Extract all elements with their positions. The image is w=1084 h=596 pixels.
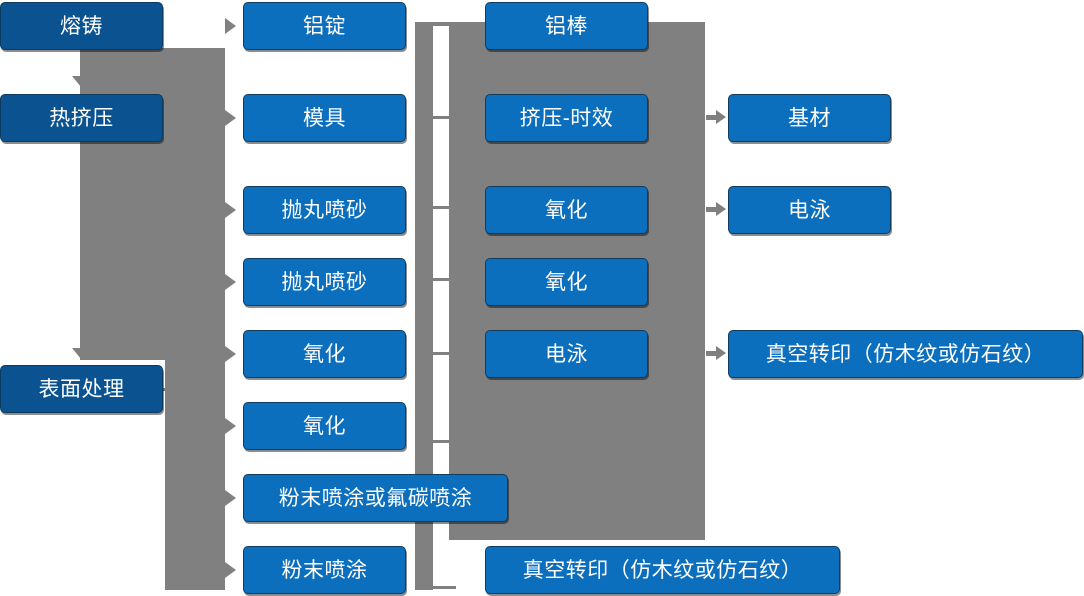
- process-box-mold[interactable]: 模具: [243, 94, 406, 142]
- process-box-shot-blasting-2[interactable]: 抛丸喷砂: [243, 258, 406, 306]
- arrow-to-electrophoresis: [716, 202, 726, 216]
- process-label-powder-or-fluorocarbon: 粉末喷涂或氟碳喷涂: [278, 486, 473, 510]
- process-label-aluminum-ingot: 铝锭: [303, 14, 346, 38]
- process-label-oxidation-col3-2: 氧化: [545, 270, 588, 294]
- arrow-to-aluminum-ingot: [225, 18, 236, 34]
- connector-tie-bottom: [430, 586, 456, 589]
- stage-box-extrusion[interactable]: 热挤压: [0, 94, 163, 142]
- arrow-to-powder-coating: [225, 562, 236, 578]
- process-box-oxidation-2[interactable]: 氧化: [243, 402, 406, 450]
- connector-tie-2: [430, 206, 456, 209]
- connector-tie-5: [430, 440, 456, 443]
- stage-box-surface-treatment[interactable]: 表面处理: [0, 365, 163, 413]
- process-box-vacuum-transfer-col3[interactable]: 真空转印（仿木纹或仿石纹）: [485, 546, 840, 594]
- connector-spine-col2-col3: [415, 22, 433, 532]
- process-label-shot-blasting-2: 抛丸喷砂: [281, 270, 368, 294]
- process-label-oxidation-1: 氧化: [303, 342, 346, 366]
- process-box-oxidation-col3-2[interactable]: 氧化: [485, 258, 648, 306]
- connector-melting-down-stub: [80, 48, 92, 76]
- process-box-shot-blasting-1[interactable]: 抛丸喷砂: [243, 186, 406, 234]
- product-box-electrophoresis[interactable]: 电泳: [728, 186, 891, 234]
- arrow-down-to-extrusion: [72, 76, 90, 87]
- process-label-extrusion-aging: 挤压-时效: [519, 106, 614, 130]
- connector-surface-to-spine: [163, 388, 187, 391]
- product-label-vacuum-transfer: 真空转印（仿木纹或仿石纹）: [765, 342, 1046, 366]
- stage-label-extrusion: 热挤压: [49, 106, 114, 130]
- connector-band-stage-spine: [165, 360, 225, 590]
- connector-tie-1: [430, 116, 456, 119]
- arrow-tail-to-substrate: [706, 115, 718, 120]
- process-box-aluminum-bar[interactable]: 铝棒: [485, 2, 648, 50]
- product-label-electrophoresis: 电泳: [788, 198, 831, 222]
- arrow-to-substrate: [716, 110, 726, 124]
- arrow-tail-to-vacuum-transfer: [706, 351, 718, 356]
- connector-tie-3: [430, 278, 456, 281]
- process-box-powder-or-fluorocarbon[interactable]: 粉末喷涂或氟碳喷涂: [243, 474, 508, 522]
- process-label-mold: 模具: [303, 106, 346, 130]
- process-label-powder-coating: 粉末喷涂: [281, 558, 368, 582]
- process-label-shot-blasting-1: 抛丸喷砂: [281, 198, 368, 222]
- stage-label-surface-treatment: 表面处理: [38, 377, 125, 401]
- product-label-substrate: 基材: [788, 106, 831, 130]
- process-box-electrophoresis-col3[interactable]: 电泳: [485, 330, 648, 378]
- arrow-tail-to-electrophoresis: [706, 207, 718, 212]
- arrow-to-powder-or-fluorocarbon: [225, 490, 236, 506]
- process-label-oxidation-2: 氧化: [303, 414, 346, 438]
- arrow-down-to-surface: [72, 348, 90, 359]
- process-box-powder-coating[interactable]: 粉末喷涂: [243, 546, 406, 594]
- connector-tie-top: [415, 22, 455, 26]
- process-label-aluminum-bar: 铝棒: [545, 14, 588, 38]
- stage-label-melting: 熔铸: [60, 14, 103, 38]
- arrow-to-shot-blasting-2: [225, 274, 236, 290]
- arrow-to-shot-blasting-1: [225, 202, 236, 218]
- arrow-to-oxidation-2: [225, 418, 236, 434]
- connector-tie-4: [430, 352, 456, 355]
- arrow-to-oxidation-1: [225, 346, 236, 362]
- arrow-to-mold: [225, 110, 236, 126]
- stage-box-melting[interactable]: 熔铸: [0, 2, 163, 50]
- process-box-aluminum-ingot[interactable]: 铝锭: [243, 2, 406, 50]
- arrow-to-vacuum-transfer: [716, 346, 726, 360]
- process-box-extrusion-aging[interactable]: 挤压-时效: [485, 94, 648, 142]
- process-box-oxidation-col3-1[interactable]: 氧化: [485, 186, 648, 234]
- product-box-substrate[interactable]: 基材: [728, 94, 891, 142]
- process-label-vacuum-transfer-col3: 真空转印（仿木纹或仿石纹）: [522, 558, 803, 582]
- process-label-oxidation-col3-1: 氧化: [545, 198, 588, 222]
- product-box-vacuum-transfer[interactable]: 真空转印（仿木纹或仿石纹）: [728, 330, 1083, 378]
- process-box-oxidation-1[interactable]: 氧化: [243, 330, 406, 378]
- process-label-electrophoresis-col3: 电泳: [545, 342, 588, 366]
